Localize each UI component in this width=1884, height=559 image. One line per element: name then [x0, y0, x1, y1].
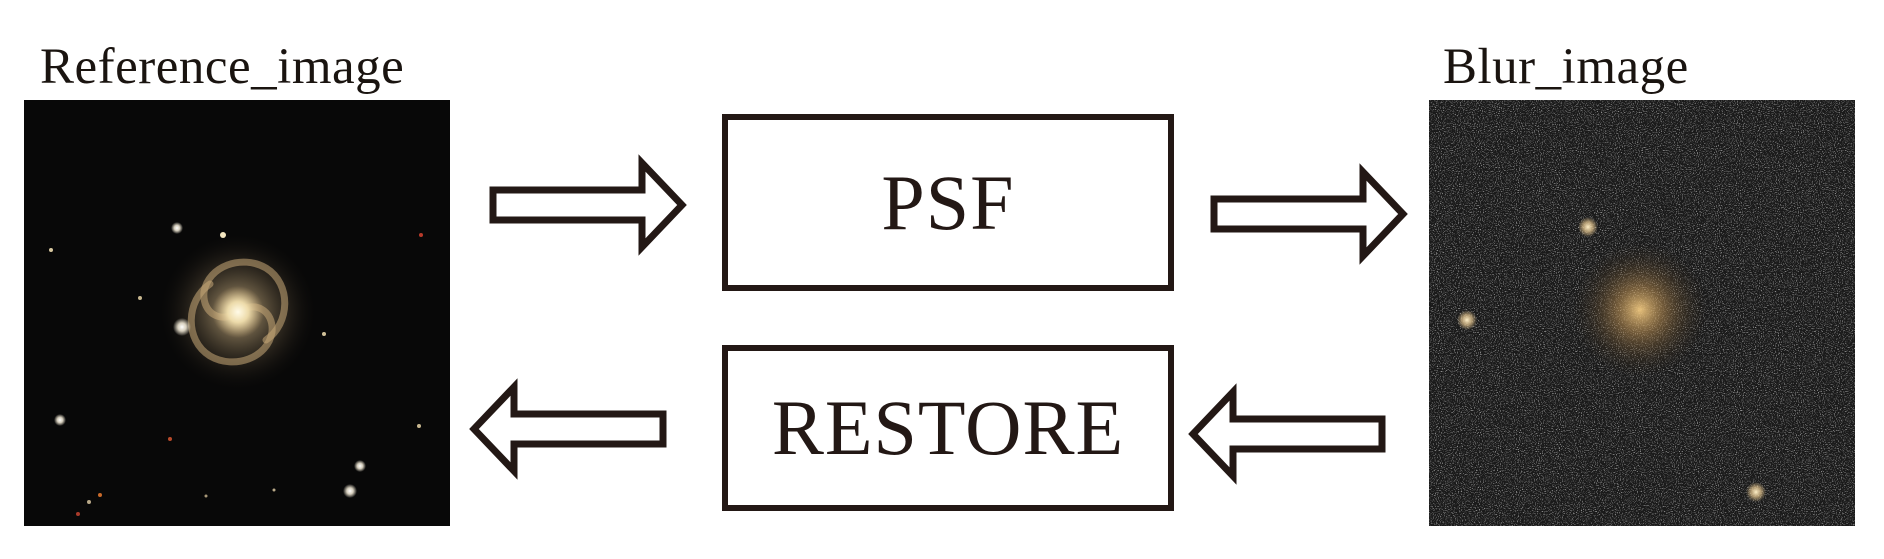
- blur-galaxy-graphic: [1429, 100, 1855, 526]
- arrow-restore-to-reference: [466, 378, 667, 480]
- left-arrow-icon: [469, 378, 667, 480]
- arrow-psf-to-blur: [1210, 163, 1411, 265]
- restore-box: RESTORE: [722, 345, 1174, 511]
- blurred-galaxy: [1572, 242, 1708, 378]
- left-arrow-icon: [1188, 383, 1386, 485]
- reference-image-label: Reference_image: [40, 39, 405, 95]
- psf-box: PSF: [722, 114, 1174, 291]
- arrow-blur-to-restore: [1185, 383, 1386, 485]
- blur-galaxy-image: [1429, 100, 1855, 526]
- blurred-stars: [1457, 217, 1766, 502]
- restore-box-label: RESTORE: [771, 384, 1125, 471]
- right-arrow-icon: [489, 154, 687, 256]
- reference-galaxy-graphic: [24, 100, 450, 526]
- reference-galaxy-image: [24, 100, 450, 526]
- galaxy-core: [212, 286, 264, 338]
- psf-box-label: PSF: [881, 158, 1015, 246]
- blur-image-label: Blur_image: [1443, 39, 1689, 95]
- arrow-reference-to-psf: [489, 154, 690, 256]
- right-arrow-icon: [1210, 163, 1408, 265]
- reference-stars: [49, 222, 423, 516]
